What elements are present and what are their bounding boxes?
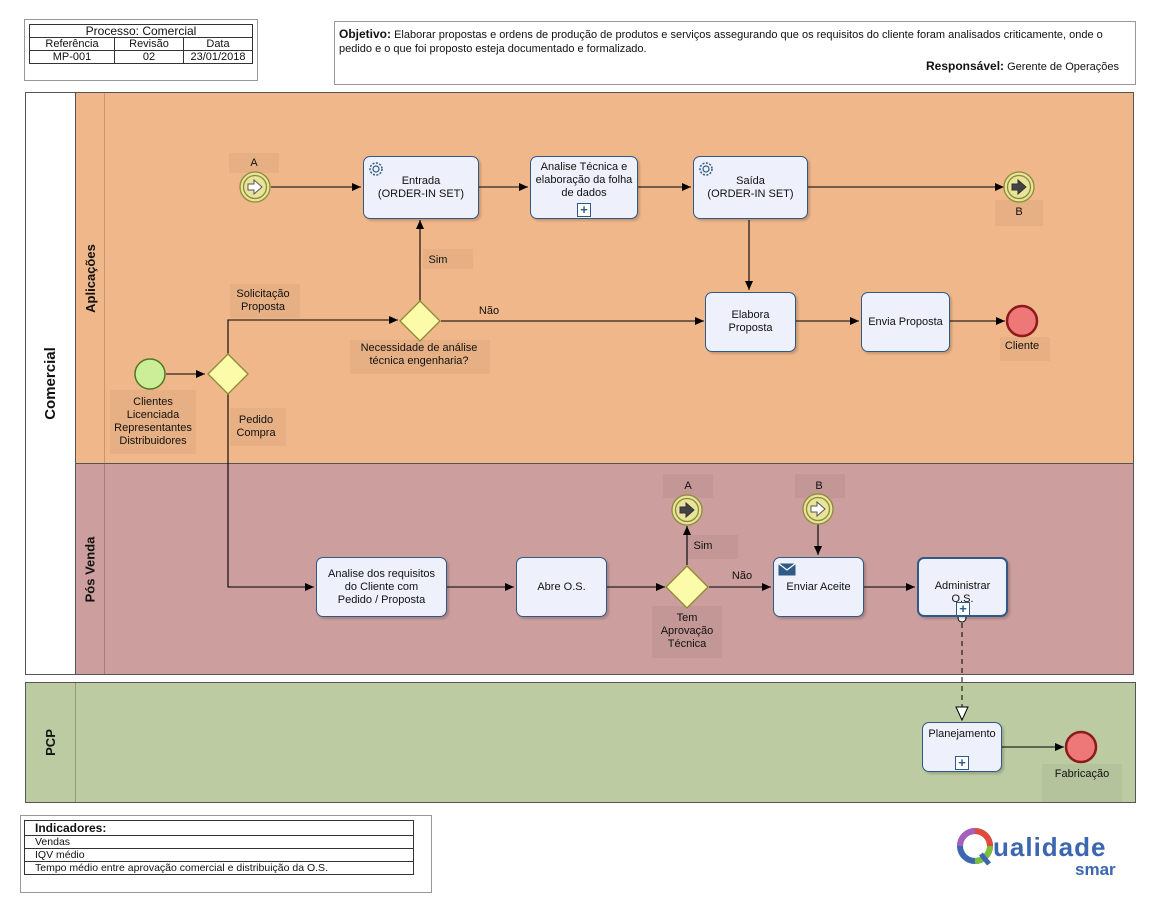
label-sim-2: Sim (693, 540, 713, 552)
lane-aplicacoes (75, 92, 1134, 464)
logo-sub: smar (1075, 860, 1116, 879)
gateway-necessidade-analise[interactable] (399, 300, 441, 342)
label-bg (652, 606, 722, 658)
label-bg (1000, 337, 1050, 361)
label-nao-2: Não (731, 570, 753, 582)
label-bg (663, 474, 713, 498)
label-link-b-bottom: B (815, 480, 823, 492)
task-analise-tecnica[interactable]: Analise Técnica e elaboração da folha de… (530, 156, 638, 219)
indicators-title: Indicadores: (24, 820, 414, 836)
label-bg (995, 200, 1043, 226)
gateway-tem-aprovacao[interactable] (665, 565, 709, 609)
logo-q-icon (957, 828, 993, 866)
date-value: 23/01/2018 (183, 50, 253, 64)
label-bg (423, 249, 473, 269)
label-bg (1042, 764, 1122, 802)
indicator-item: IQV médio (24, 848, 414, 862)
gateway-tipo-solicitacao[interactable] (207, 353, 249, 395)
indicators-frame (20, 815, 432, 893)
ref-value: MP-001 (29, 50, 115, 64)
subprocess-plus-icon[interactable]: + (955, 756, 969, 770)
objective-text: Elaborar propostas e ordens de produção … (339, 29, 1103, 55)
indicators-table: Indicadores: Vendas IQV médio Tempo médi… (24, 820, 414, 875)
service-gear-icon (699, 162, 713, 176)
task-elabora-proposta[interactable]: Elabora Proposta (705, 292, 796, 352)
service-gear-icon (369, 162, 383, 176)
task-enviar-aceite[interactable]: Enviar Aceite (773, 557, 864, 617)
label-cliente: Cliente (1004, 340, 1040, 352)
task-abre-os[interactable]: Abre O.S. (516, 557, 607, 617)
subprocess-plus-icon[interactable]: + (577, 203, 591, 217)
process-header-table: Processo: Comercial Referência Revisão D… (29, 24, 253, 64)
label-clientes: Clientes Licenciada Representantes Distr… (114, 396, 192, 447)
objective-label: Objetivo: (339, 27, 392, 41)
link-throw-event-b[interactable] (1003, 171, 1035, 203)
process-header-frame (24, 19, 258, 81)
label-link-b-top: B (1015, 206, 1023, 218)
label-bg (110, 390, 196, 454)
link-throw-event-a[interactable] (671, 494, 703, 526)
message-flow-arrowhead (955, 706, 969, 722)
label-tem-aprovacao: Tem Aprovação Técnica (660, 612, 714, 650)
logo-text: ualidade (993, 832, 1107, 862)
lane-divider (75, 683, 76, 802)
task-envia-proposta[interactable]: Envia Proposta (861, 292, 950, 352)
responsible-value: Gerente de Operações (1007, 61, 1119, 73)
indicator-item: Vendas (24, 835, 414, 849)
link-catch-event-b[interactable] (802, 493, 834, 525)
lane-divider (104, 464, 105, 674)
label-bg (350, 340, 490, 374)
task-analise-requisitos[interactable]: Analise dos requisitos do Cliente com Pe… (316, 557, 447, 617)
label-bg (230, 284, 300, 318)
lane-divider (104, 93, 105, 463)
label-link-a-bottom: A (684, 480, 692, 492)
qualidade-smar-logo: ualidade smar (955, 826, 1135, 884)
envelope-icon (778, 563, 796, 576)
label-link-a-top: A (250, 157, 258, 169)
label-bg (230, 408, 286, 446)
link-catch-event-a[interactable] (239, 171, 271, 203)
rev-value: 02 (114, 50, 184, 64)
indicator-item: Tempo médio entre aprovação comercial e … (24, 861, 414, 875)
ref-header: Referência (29, 37, 115, 51)
label-pedido: Pedido Compra (236, 414, 276, 439)
label-bg (229, 153, 279, 173)
label-solicitacao: Solicitação Proposta (236, 288, 290, 313)
task-planejamento[interactable]: Planejamento + (922, 722, 1002, 772)
task-administrar-os[interactable]: Administrar O.S. + (917, 557, 1008, 617)
end-event-fabricacao[interactable] (1064, 730, 1098, 764)
label-fabricacao: Fabricação (1054, 768, 1110, 780)
task-saida[interactable]: Saída (ORDER-IN SET) (693, 156, 808, 219)
label-nao-1: Não (478, 305, 500, 317)
task-entrada[interactable]: Entrada (ORDER-IN SET) (363, 156, 479, 219)
objective-box: Objetivo: Elaborar propostas e ordens de… (334, 21, 1136, 85)
start-event[interactable] (134, 358, 166, 390)
label-sim-1: Sim (428, 254, 448, 266)
label-bg (686, 535, 738, 559)
label-necessidade: Necessidade de análise técnica engenhari… (360, 342, 478, 367)
end-event-cliente[interactable] (1005, 304, 1039, 338)
responsible-label: Responsável: (926, 59, 1005, 73)
subprocess-plus-icon[interactable]: + (956, 602, 970, 616)
